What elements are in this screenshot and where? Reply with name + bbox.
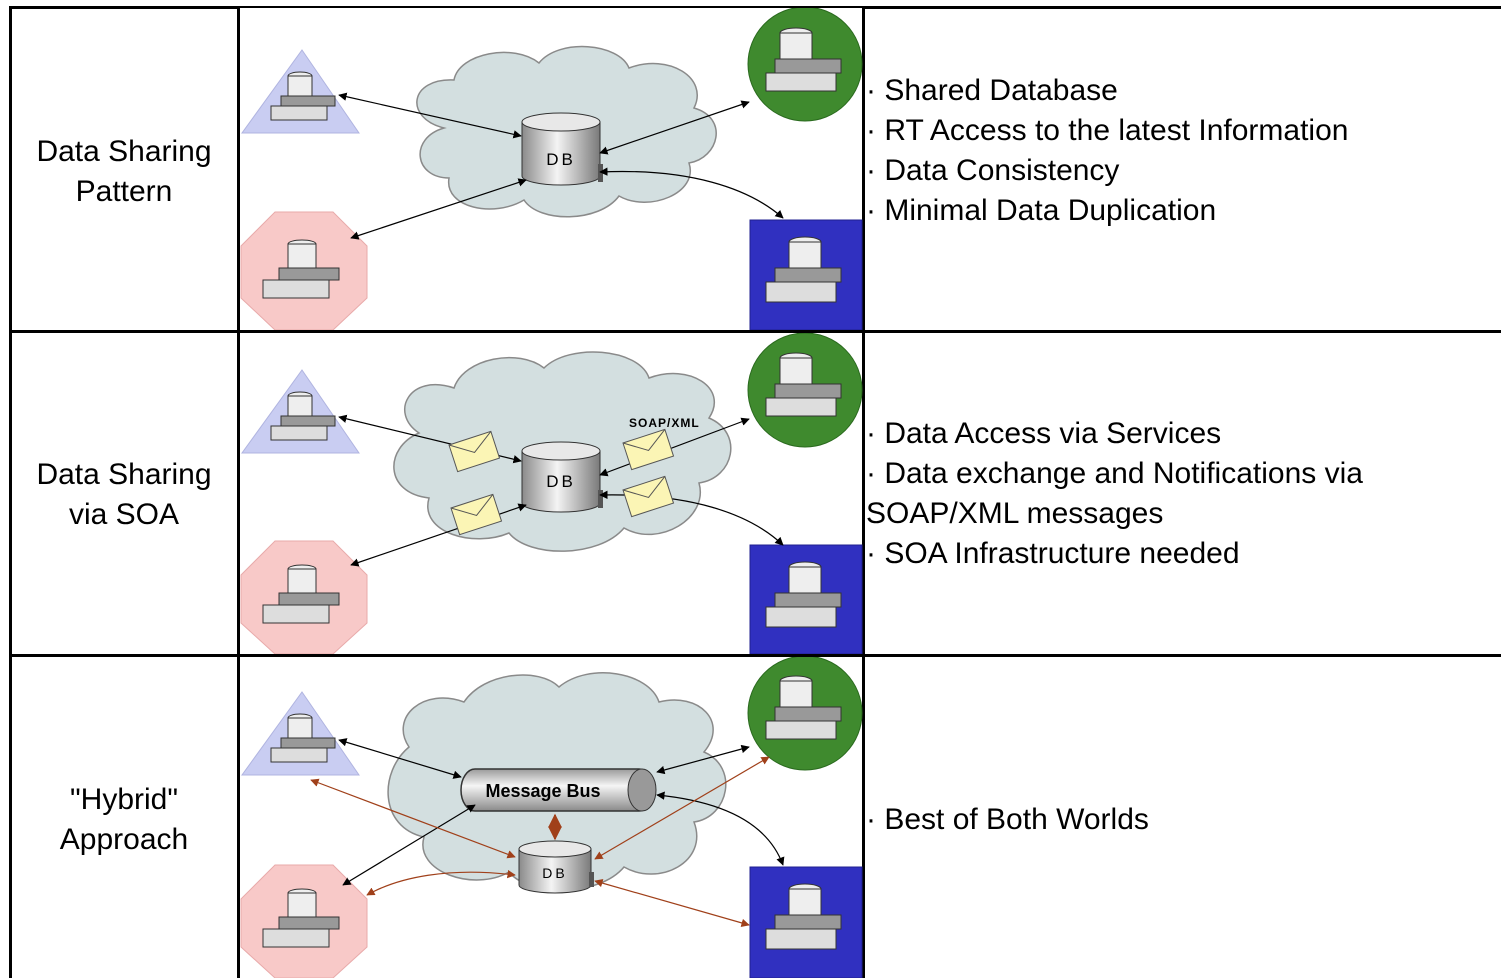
diagram-data-sharing-pattern: DB (239, 8, 864, 330)
bullet-item: · Data exchange and Notifications via (866, 457, 1363, 490)
row-divider-1 (9, 330, 1501, 333)
database-cylinder: DB (518, 840, 594, 894)
diagram-top-border (237, 6, 865, 8)
db-link-arrow (594, 756, 770, 860)
client-circle-node (747, 657, 863, 771)
message-envelope (622, 475, 675, 518)
database-cylinder: DB (521, 112, 603, 186)
connection-arrow (599, 167, 784, 219)
bullet-item: · Shared Database (866, 74, 1118, 107)
message-envelope (622, 428, 675, 471)
bullet-item: · RT Access to the latest Information (866, 114, 1349, 147)
client-triangle-node (241, 49, 360, 134)
client-circle-node (747, 8, 863, 122)
bullet-item: SOAP/XML messages (866, 497, 1164, 530)
db-link-arrow (366, 869, 516, 896)
row-label-hybrid: "Hybrid" Approach (10, 780, 238, 860)
client-square-node (749, 219, 863, 330)
row-1-description: · Shared Database · RT Access to the lat… (866, 71, 1496, 231)
message-envelope (450, 493, 503, 536)
bullet-item: · Data Consistency (866, 154, 1120, 187)
client-octagon-node (240, 540, 368, 654)
client-octagon-node (240, 211, 368, 330)
column-divider-2 (862, 6, 865, 978)
connection-arrow (350, 178, 527, 240)
row-label-data-sharing-soa: Data Sharing via SOA (10, 455, 238, 535)
client-square-node (749, 544, 863, 654)
database-cylinder: DB (521, 441, 603, 513)
client-circle-node (747, 333, 863, 448)
soap-xml-label: SOAP/XML (629, 416, 700, 430)
diagram-data-sharing-soa: DB (239, 333, 864, 654)
client-square-node (749, 866, 863, 978)
db-label: DB (546, 150, 576, 169)
row-label-data-sharing-pattern: Data Sharing Pattern (10, 132, 238, 212)
row-label-text: Data Sharing Pattern (36, 135, 212, 208)
column-divider-1 (237, 6, 240, 978)
connection-arrow (338, 738, 462, 779)
row-label-text: Data Sharing via SOA (36, 458, 212, 531)
row-2-description: · Data Access via Services · Data exchan… (866, 414, 1496, 574)
table-border-top-right (862, 6, 1501, 9)
bullet-item: · Best of Both Worlds (866, 803, 1149, 836)
connection-arrow (599, 417, 750, 477)
table-border-top-left (9, 6, 239, 9)
connection-arrow (338, 92, 522, 139)
client-triangle-node (241, 691, 360, 776)
bullet-item: · Minimal Data Duplication (866, 194, 1217, 227)
row-label-text: "Hybrid" Approach (59, 783, 189, 856)
client-octagon-node (240, 864, 368, 978)
db-label: DB (546, 472, 576, 491)
message-bus: Message Bus (460, 768, 657, 812)
bullet-item: · Data Access via Services (866, 417, 1222, 450)
row-3-description: · Best of Both Worlds (866, 800, 1496, 840)
db-link-arrow (310, 778, 516, 859)
db-link-arrow (594, 879, 750, 927)
table-border-left (9, 6, 12, 978)
client-triangle-node (241, 369, 360, 454)
message-envelope (448, 430, 501, 473)
bullet-item: · SOA Infrastructure needed (866, 537, 1240, 570)
connection-arrow (599, 100, 750, 155)
message-bus-label: Message Bus (485, 781, 600, 801)
diagram-hybrid-approach: Message Bus DB (239, 657, 864, 978)
db-label: DB (542, 865, 567, 881)
row-divider-2 (9, 654, 1501, 657)
